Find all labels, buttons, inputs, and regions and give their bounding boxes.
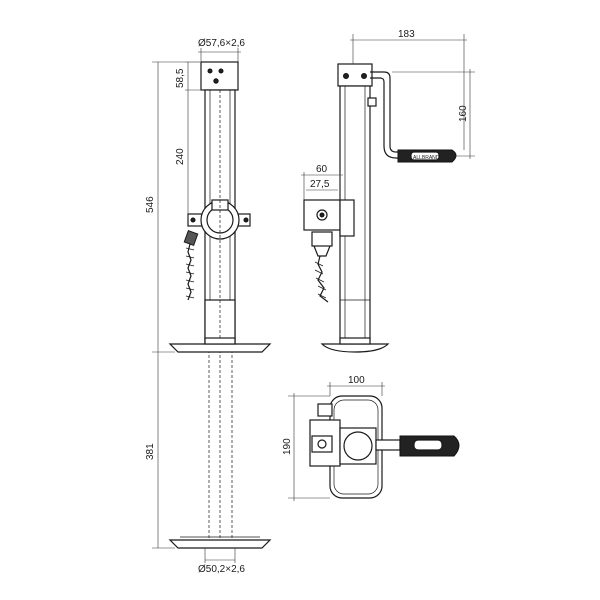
dim-top-diameter: Ø57,6×2,6 [198,38,245,49]
dim-total-height: 546 [145,196,156,213]
side-clamp-bolt [316,209,328,221]
dim-bottom-diameter: Ø50,2×2,6 [198,564,245,575]
side-view: ALLBRAND 183 160 6 [301,29,475,353]
plan-dimensions [288,382,385,501]
side-foot [320,343,390,353]
dim-clamp-width: 60 [316,164,328,175]
handle-brand: ALLBRAND [413,155,440,161]
crank-grip: ALLBRAND [397,149,457,163]
front-view: Ø57,6×2,6 58,5 240 546 381 Ø50,2×2,6 [145,38,272,575]
plan-tube [339,427,377,465]
dim-handle-height: 160 [458,105,469,122]
plan-grip [399,435,460,457]
top-cap-hole-right [218,68,224,74]
plan-handle-shaft [375,439,401,451]
side-dimensions [301,34,475,200]
foot-plate-upper [168,343,272,353]
side-chain [314,255,329,303]
foot-plate-lower [168,539,272,549]
crank-arm [370,71,405,153]
dim-clamp-inner: 27,5 [310,179,330,190]
front-dimensions [152,48,241,563]
front-chain [183,230,199,301]
top-cap-hole-bottom [213,78,219,84]
top-cap [200,61,239,91]
dim-plan-width: 100 [348,375,365,386]
plan-view: 100 190 [282,375,460,501]
dim-handle-width: 183 [398,29,415,40]
side-top-cap [337,63,373,87]
dim-plan-height: 190 [282,438,293,455]
dim-lower-height: 381 [145,443,156,460]
dim-upper-height: 240 [175,148,186,165]
dim-top-cap-height: 58,5 [175,68,186,88]
top-cap-hole-left [207,68,213,74]
